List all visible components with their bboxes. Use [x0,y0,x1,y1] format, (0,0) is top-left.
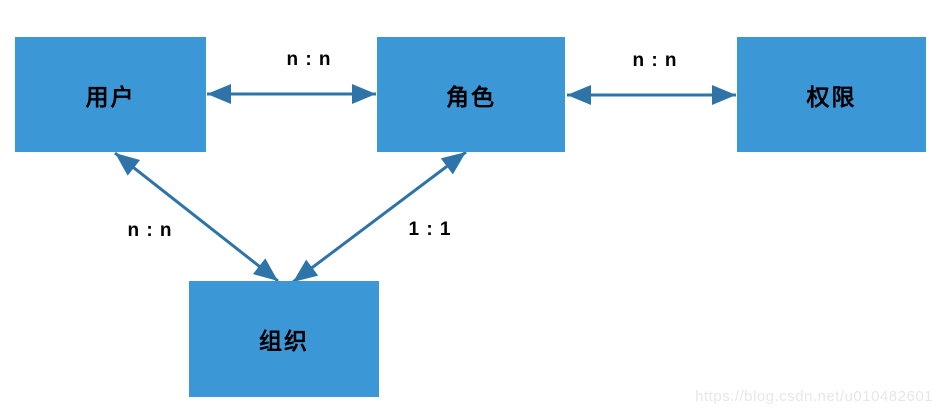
edge-label-user-organization: n : n [127,220,173,241]
edge-label-role-organization: 1 : 1 [408,219,452,240]
node-organization-label: 组织 [259,328,309,354]
node-user-label: 用户 [85,83,136,110]
watermark-url: https://blog.csdn.net/u010482601 [695,388,933,405]
node-organization: 组织 [189,281,379,397]
edge-user-organization [114,151,279,283]
edge-role-organization [292,150,467,284]
node-role-label: 角色 [446,83,496,110]
node-user: 用户 [15,37,206,152]
edge-label-role-permission: n : n [632,50,678,71]
edge-label-user-role: n : n [286,49,332,70]
node-permission: 权限 [737,37,926,152]
node-permission-label: 权限 [806,83,857,110]
node-role: 角色 [377,37,565,152]
